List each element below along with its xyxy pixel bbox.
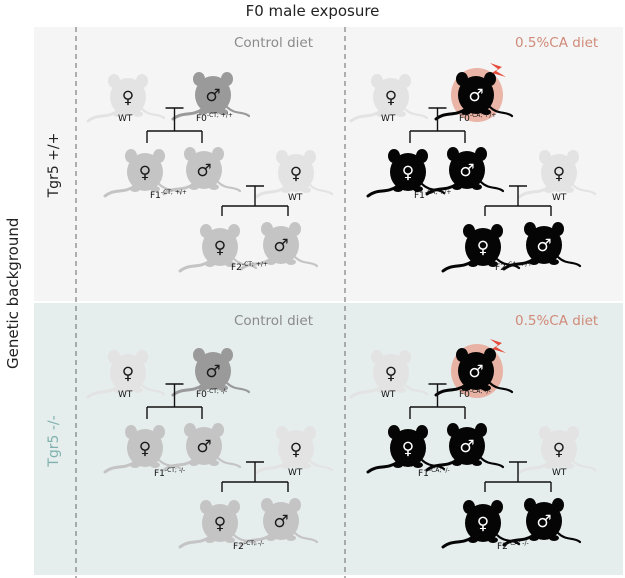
female-mouse-icon: ♀ xyxy=(349,350,429,399)
male-symbol: ♂ xyxy=(536,236,551,256)
mating-bracket xyxy=(484,461,552,492)
mating-bracket xyxy=(409,107,466,143)
mating-bracket xyxy=(221,185,289,216)
female-symbol: ♀ xyxy=(402,163,414,183)
male-mouse-icon: ♂ xyxy=(434,63,514,122)
female-mouse-icon: ♀ xyxy=(178,224,258,273)
male-symbol: ♂ xyxy=(468,362,483,382)
male-mouse-icon: ♂ xyxy=(239,222,319,271)
female-symbol: ♀ xyxy=(553,440,565,460)
female-mouse-icon: ♀ xyxy=(254,426,334,475)
male-symbol: ♂ xyxy=(273,512,288,532)
f1-label: F1-CT; -/- xyxy=(154,467,186,479)
female-symbol: ♀ xyxy=(385,88,397,108)
male-mouse-icon: ♂ xyxy=(171,72,251,121)
wt-label: WT xyxy=(118,114,133,124)
f2-label: F2-CT; -/- xyxy=(233,540,265,552)
female-symbol: ♀ xyxy=(477,514,489,534)
female-symbol: ♀ xyxy=(139,163,151,183)
diet-label-treated-wildtype: 0.5%CA diet xyxy=(515,35,599,51)
f0-label: F0-CA; -/- xyxy=(459,388,491,400)
f1-label: F1-CT; +/+ xyxy=(150,189,187,201)
male-symbol: ♂ xyxy=(468,86,483,106)
female-mouse-icon: ♀ xyxy=(517,426,597,475)
female-mouse-icon: ♀ xyxy=(517,150,597,199)
male-mouse-icon: ♂ xyxy=(425,147,505,196)
f0-label: F0-CT; +/+ xyxy=(196,112,233,124)
female-mouse-icon: ♀ xyxy=(441,500,521,549)
diet-label-control-knockout: Control diet xyxy=(234,313,314,329)
male-mouse-icon: ♂ xyxy=(171,348,251,397)
lightning-icon xyxy=(490,339,506,353)
female-mouse-icon: ♀ xyxy=(86,74,166,123)
row-label-wildtype: Tgr5 +/+ xyxy=(46,132,62,198)
male-symbol: ♂ xyxy=(205,362,220,382)
male-symbol: ♂ xyxy=(196,161,211,181)
wt-label: WT xyxy=(288,193,303,203)
male-mouse-icon: ♂ xyxy=(434,339,514,398)
female-symbol: ♀ xyxy=(290,164,302,184)
wt-label: WT xyxy=(381,390,396,400)
female-mouse-icon: ♀ xyxy=(103,149,183,198)
male-symbol: ♂ xyxy=(459,437,474,457)
male-mouse-icon: ♂ xyxy=(162,423,242,472)
female-mouse-icon: ♀ xyxy=(103,425,183,474)
male-symbol: ♂ xyxy=(459,161,474,181)
female-mouse-icon: ♀ xyxy=(178,500,258,549)
male-mouse-icon: ♂ xyxy=(502,222,582,271)
male-symbol: ♂ xyxy=(196,437,211,457)
female-symbol: ♀ xyxy=(290,440,302,460)
female-mouse-icon: ♀ xyxy=(366,425,446,474)
mating-bracket xyxy=(409,383,466,419)
f2-label: F2-CT; +/+ xyxy=(231,261,268,273)
mating-bracket xyxy=(484,185,552,216)
male-symbol: ♂ xyxy=(536,512,551,532)
lightning-icon xyxy=(490,63,506,77)
f2-label: F2-CA; +/+ xyxy=(495,261,533,273)
female-symbol: ♀ xyxy=(122,364,134,384)
wt-label: WT xyxy=(288,468,303,478)
male-mouse-icon: ♂ xyxy=(425,423,505,472)
mating-bracket xyxy=(221,461,289,492)
wt-label: WT xyxy=(552,468,567,478)
diet-label-control-wildtype: Control diet xyxy=(234,35,314,51)
female-mouse-icon: ♀ xyxy=(349,74,429,123)
row-label-knockout: Tgr5 -/- xyxy=(46,415,62,467)
female-symbol: ♀ xyxy=(139,439,151,459)
male-mouse-icon: ♂ xyxy=(162,147,242,196)
f1-label: F1-CA; +/+ xyxy=(414,189,452,201)
f0-label: F0-CA; +/+ xyxy=(459,112,497,124)
top-title: F0 male exposure xyxy=(245,2,380,20)
female-symbol: ♀ xyxy=(553,164,565,184)
male-mouse-icon: ♂ xyxy=(239,498,319,547)
female-mouse-icon: ♀ xyxy=(86,350,166,399)
f0-label: F0-CT; -/- xyxy=(196,388,228,400)
male-symbol: ♂ xyxy=(205,86,220,106)
diet-label-treated-knockout: 0.5%CA diet xyxy=(515,313,599,329)
male-symbol: ♂ xyxy=(273,236,288,256)
female-mouse-icon: ♀ xyxy=(441,224,521,273)
wt-label: WT xyxy=(381,114,396,124)
f2-label: F2-CA; -/- xyxy=(497,540,529,552)
female-symbol: ♀ xyxy=(214,514,226,534)
mating-bracket xyxy=(146,107,203,143)
female-symbol: ♀ xyxy=(214,238,226,258)
female-symbol: ♀ xyxy=(385,364,397,384)
female-symbol: ♀ xyxy=(122,88,134,108)
f1-label: F1-CA; -/- xyxy=(418,467,450,479)
male-mouse-icon: ♂ xyxy=(502,498,582,547)
wt-label: WT xyxy=(118,390,133,400)
female-symbol: ♀ xyxy=(402,439,414,459)
wt-label: WT xyxy=(552,193,567,203)
female-mouse-icon: ♀ xyxy=(254,150,334,199)
mating-bracket xyxy=(146,383,203,419)
female-symbol: ♀ xyxy=(477,238,489,258)
